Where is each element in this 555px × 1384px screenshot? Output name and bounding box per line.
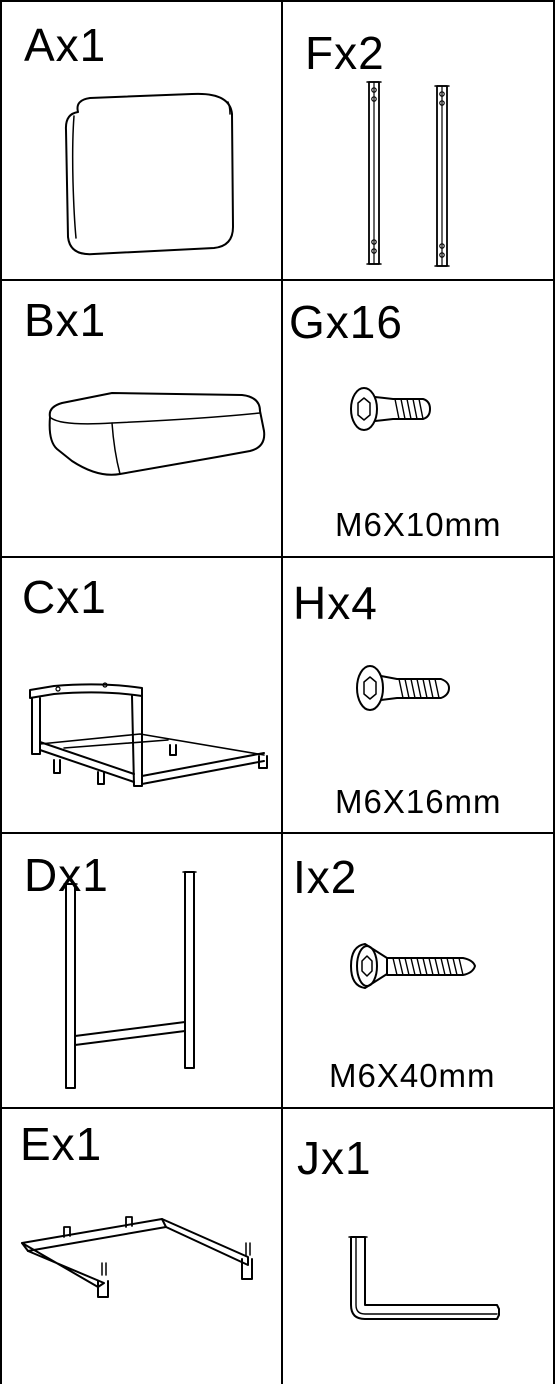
part-label-a: Ax1 [24, 19, 107, 71]
row-divider [0, 279, 555, 281]
part-cell-b: Bx1 [2, 281, 281, 556]
part-cell-a: Ax1 [2, 2, 281, 279]
bolt-short-icon [350, 387, 431, 431]
part-cell-g: Gx16 M6X10mm [283, 281, 553, 556]
part-cell-d: Dx1 [2, 834, 281, 1107]
bolt-long-icon [350, 943, 476, 989]
allen-key-icon [348, 1236, 500, 1320]
part-label-i: Ix2 [293, 851, 358, 903]
part-cell-f: Fx2 [283, 2, 553, 279]
border-left [0, 0, 2, 1384]
row-divider [0, 832, 555, 834]
part-cell-i: Ix2 M6X40mm [283, 834, 553, 1107]
border-top [0, 0, 555, 2]
chair-frame-icon [29, 682, 268, 787]
row-divider [0, 556, 555, 558]
part-label-f: Fx2 [305, 27, 385, 79]
support-bar-icon [366, 81, 450, 267]
bolt-spec-i: M6X40mm [329, 1057, 496, 1094]
bolt-spec-h: M6X16mm [335, 783, 502, 820]
seat-cushion-icon [48, 392, 266, 476]
back-cushion-icon [64, 92, 234, 256]
part-label-g: Gx16 [289, 296, 403, 348]
part-cell-c: Cx1 [2, 558, 281, 832]
part-cell-h: Hx4 M6X16mm [283, 558, 553, 832]
row-divider [0, 1107, 555, 1109]
column-divider [281, 0, 283, 1384]
border-right [553, 0, 555, 1384]
bolt-spec-g: M6X10mm [335, 506, 502, 543]
part-cell-j: Jx1 [283, 1109, 553, 1384]
base-frame-icon [21, 1216, 253, 1298]
part-label-j: Jx1 [297, 1132, 372, 1184]
part-cell-e: Ex1 [2, 1109, 281, 1384]
bolt-medium-icon [356, 665, 450, 711]
part-label-e: Ex1 [20, 1118, 103, 1170]
armrest-frame-icon [63, 871, 197, 1089]
part-label-c: Cx1 [22, 571, 107, 623]
part-label-h: Hx4 [293, 577, 378, 629]
part-label-b: Bx1 [24, 294, 107, 346]
